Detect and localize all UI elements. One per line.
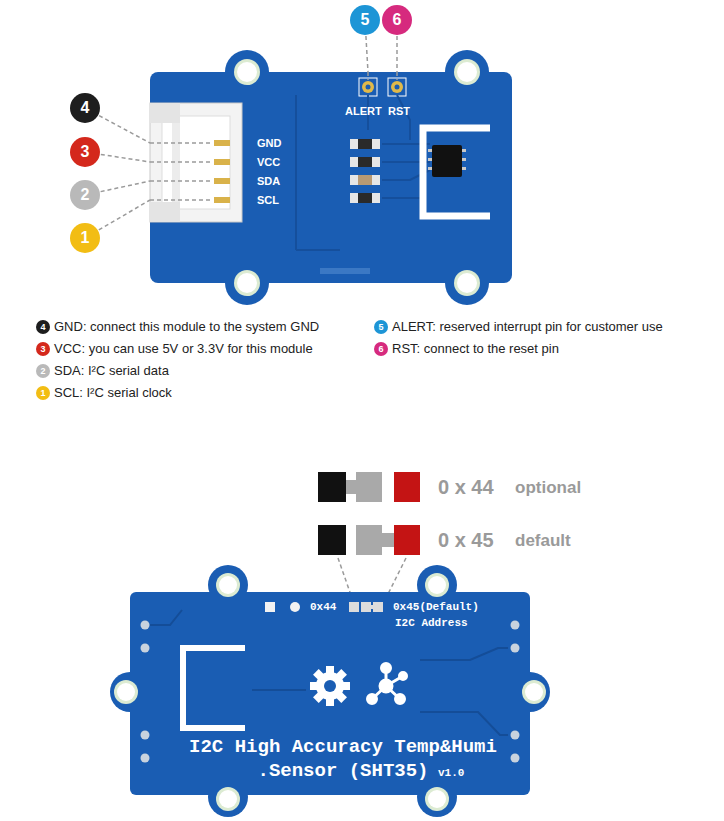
callout-number: 4	[36, 320, 50, 334]
address-value: 0 x 45	[438, 528, 494, 553]
callout-digit: 6	[393, 12, 402, 28]
callout-number: 2	[70, 180, 100, 210]
silkscreen-label: GND	[257, 136, 281, 150]
text-holder: v1.0	[438, 766, 464, 780]
callout-digit: 4	[81, 100, 90, 116]
address-note: optional	[515, 477, 581, 498]
grove-board-front: GND VCC SDA SCL ALERT RST	[150, 72, 512, 283]
pin-description: ALERT: reserved interrupt pin for custom…	[392, 319, 663, 335]
address-value: 0 x 44	[438, 475, 494, 500]
callout-number: 3	[36, 342, 50, 356]
pin-description: RST: connect to the reset pin	[392, 341, 559, 357]
callout-digit: 1	[40, 389, 45, 398]
silkscreen-label: SCL	[257, 193, 279, 207]
text-holder: ALERT: reserved interrupt pin for custom…	[392, 319, 663, 335]
silkscreen-label: v1.0	[438, 766, 464, 780]
leader-line	[99, 116, 150, 143]
callout-number: 3	[70, 137, 100, 167]
callout-number: 6	[374, 342, 388, 356]
text-holder: 0 x 45	[438, 528, 494, 553]
text-holder: VCC	[257, 155, 280, 169]
silkscreen-label: ALERT	[345, 104, 382, 118]
text-holder: VCC: you can use 5V or 3.3V for this mod…	[54, 341, 313, 357]
text-holder: SCL: I²C serial clock	[54, 385, 172, 401]
callout-number: 2	[36, 364, 50, 378]
pin-description: VCC: you can use 5V or 3.3V for this mod…	[54, 341, 313, 357]
callout-digit: 4	[40, 323, 45, 332]
text-holder: 0x45(Default)	[393, 600, 479, 614]
text-holder: RST	[388, 104, 410, 118]
text-holder: RST: connect to the reset pin	[392, 341, 559, 357]
leader-line	[396, 36, 398, 72]
leader-line	[366, 36, 368, 72]
text-holder: GND	[257, 136, 281, 150]
silkscreen-label: VCC	[257, 155, 280, 169]
text-holder: 0x44	[310, 600, 336, 614]
callout-digit: 2	[81, 187, 90, 203]
callout-digit: 6	[378, 345, 383, 354]
pin-description: GND: connect this module to the system G…	[54, 319, 319, 335]
leader-line	[99, 200, 150, 230]
text-holder: SDA	[257, 174, 280, 188]
callout-number: 5	[350, 5, 380, 35]
text-holder: ALERT	[345, 104, 382, 118]
pin-description: SCL: I²C serial clock	[54, 385, 172, 401]
text-holder: GND: connect this module to the system G…	[54, 319, 319, 335]
callout-number: 4	[70, 93, 100, 123]
callout-digit: 1	[81, 230, 90, 246]
silkscreen-label: 0x44	[310, 600, 336, 614]
address-note: default	[515, 530, 571, 551]
callout-digit: 3	[40, 345, 45, 354]
callout-number: 1	[70, 223, 100, 253]
text-holder: SCL	[257, 193, 279, 207]
silkscreen-label: I2C Address	[395, 616, 468, 630]
callout-digit: 3	[81, 144, 90, 160]
callout-number: 5	[374, 320, 388, 334]
callout-number: 6	[382, 5, 412, 35]
pin-description: SDA: I²C serial data	[54, 363, 169, 379]
leader-line	[101, 154, 150, 162]
silkscreen-label: RST	[388, 104, 410, 118]
callout-digit: 5	[361, 12, 370, 28]
text-holder: default	[515, 530, 571, 551]
callout-digit: 2	[40, 367, 45, 376]
text-holder: I2C Address	[395, 616, 468, 630]
grove-board-back: 0x440x45(Default)I2C AddressI2C High Acc…	[130, 592, 530, 795]
text-holder: optional	[515, 477, 581, 498]
silkscreen-label: SDA	[257, 174, 280, 188]
text-holder: SDA: I²C serial data	[54, 363, 169, 379]
leader-line	[101, 181, 150, 192]
callout-digit: 5	[378, 323, 383, 332]
text-holder: 0 x 44	[438, 475, 494, 500]
callout-number: 1	[36, 386, 50, 400]
silkscreen-label: 0x45(Default)	[393, 600, 479, 614]
